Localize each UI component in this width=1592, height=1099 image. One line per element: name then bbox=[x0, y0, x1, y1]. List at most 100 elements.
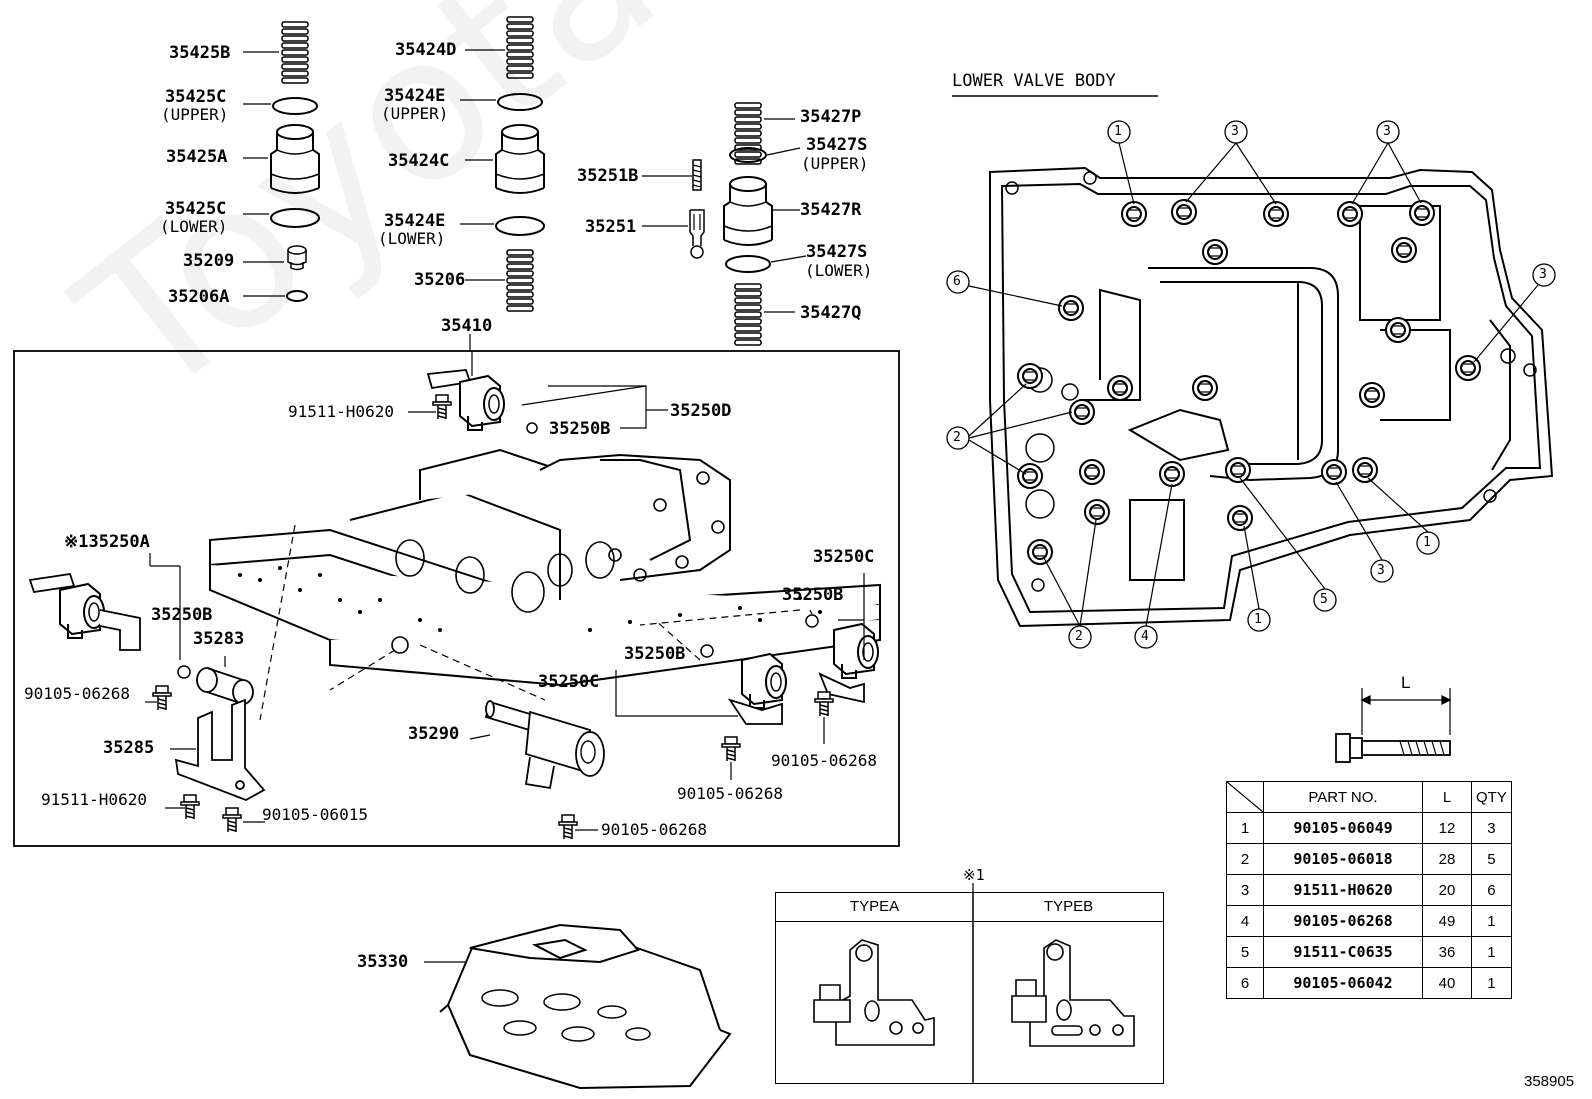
part-label: 35425C bbox=[165, 87, 227, 107]
table-corner-cell bbox=[1226, 781, 1264, 813]
callout-number: 3 bbox=[1377, 563, 1385, 578]
part-label: 35424D bbox=[395, 40, 457, 60]
part-label: 35251B bbox=[577, 166, 639, 186]
part-label: 90105-06268 bbox=[601, 820, 707, 839]
part-label: 35283 bbox=[193, 629, 245, 649]
part-label: 35209 bbox=[183, 251, 235, 271]
figure-number: 358905 bbox=[1524, 1073, 1575, 1090]
callout-number: 1 bbox=[1423, 535, 1431, 550]
part-note: (UPPER) bbox=[801, 154, 869, 173]
part-note: (UPPER) bbox=[161, 105, 229, 124]
note-mark: ※1 bbox=[963, 866, 985, 884]
type-a-header: TYPEA bbox=[776, 893, 973, 922]
callout-number: 1 bbox=[1114, 124, 1122, 139]
part-label: 35250D bbox=[670, 401, 732, 421]
part-label: 90105-06268 bbox=[677, 784, 783, 803]
part-note: (LOWER) bbox=[805, 261, 873, 280]
part-label: 35250B bbox=[624, 644, 686, 664]
part-label: 35250C bbox=[813, 547, 875, 567]
part-label: 35425A bbox=[166, 147, 228, 167]
callout-number: 6 bbox=[953, 274, 961, 289]
part-label: 35250C bbox=[538, 672, 600, 692]
column-header-part-no: PART NO. bbox=[1263, 781, 1423, 813]
row-length: 20 bbox=[1422, 874, 1472, 906]
parts-table: PART NO. L QTY 1 90105-06049 12 3 2 9010… bbox=[1226, 781, 1512, 999]
row-qty: 1 bbox=[1471, 936, 1512, 968]
part-label: 35427P bbox=[800, 107, 862, 127]
assembly-label: 35410 bbox=[441, 316, 493, 336]
callout-number: 1 bbox=[1254, 612, 1262, 627]
row-qty: 1 bbox=[1471, 967, 1512, 999]
part-label: 35424C bbox=[388, 151, 450, 171]
part-label: 91511-H0620 bbox=[41, 790, 147, 809]
table-row: 2 90105-06018 28 5 bbox=[1226, 843, 1512, 875]
part-label: 35427Q bbox=[800, 303, 862, 323]
row-index: 2 bbox=[1226, 843, 1264, 875]
row-part-no: 90105-06268 bbox=[1263, 905, 1423, 937]
type-b-header: TYPEB bbox=[974, 893, 1163, 922]
part-label: 35290 bbox=[408, 724, 460, 744]
callout-number: 5 bbox=[1320, 592, 1328, 607]
part-label: 35250B bbox=[782, 585, 844, 605]
row-index: 1 bbox=[1226, 812, 1264, 844]
row-qty: 1 bbox=[1471, 905, 1512, 937]
bolt-length-label: L bbox=[1401, 673, 1411, 692]
table-row: 5 91511-C0635 36 1 bbox=[1226, 936, 1512, 968]
part-label: 35427S bbox=[806, 135, 868, 155]
part-label: 91511-H0620 bbox=[288, 402, 394, 421]
row-index: 6 bbox=[1226, 967, 1264, 999]
part-label: 90105-06015 bbox=[262, 805, 368, 824]
table-row: 1 90105-06049 12 3 bbox=[1226, 812, 1512, 844]
column-header-length: L bbox=[1422, 781, 1472, 813]
part-label: 35250B bbox=[151, 605, 213, 625]
callout-number: 4 bbox=[1141, 629, 1149, 644]
part-label: 35427S bbox=[806, 242, 868, 262]
callout-number: 2 bbox=[953, 430, 961, 445]
row-part-no: 90105-06042 bbox=[1263, 967, 1423, 999]
part-label: 35206 bbox=[414, 270, 466, 290]
part-label: 35206A bbox=[168, 287, 230, 307]
part-note: (UPPER) bbox=[381, 104, 449, 123]
callout-number: 3 bbox=[1539, 267, 1547, 282]
row-part-no: 90105-06049 bbox=[1263, 812, 1423, 844]
row-part-no: 91511-H0620 bbox=[1263, 874, 1423, 906]
table-header-row: PART NO. L QTY bbox=[1226, 781, 1512, 813]
row-qty: 6 bbox=[1471, 874, 1512, 906]
part-label: 35285 bbox=[103, 738, 155, 758]
callout-number: 2 bbox=[1075, 629, 1083, 644]
callout-number: 3 bbox=[1383, 124, 1391, 139]
column-header-qty: QTY bbox=[1471, 781, 1512, 813]
table-row: 6 90105-06042 40 1 bbox=[1226, 967, 1512, 999]
table-row: 3 91511-H0620 20 6 bbox=[1226, 874, 1512, 906]
row-length: 49 bbox=[1422, 905, 1472, 937]
part-label: 35425B bbox=[169, 43, 231, 63]
row-length: 40 bbox=[1422, 967, 1472, 999]
part-label: 35424E bbox=[384, 211, 446, 231]
row-length: 36 bbox=[1422, 936, 1472, 968]
part-note: (LOWER) bbox=[378, 229, 446, 248]
row-part-no: 90105-06018 bbox=[1263, 843, 1423, 875]
part-label: 35427R bbox=[800, 200, 862, 220]
part-label: 90105-06268 bbox=[24, 684, 130, 703]
row-qty: 3 bbox=[1471, 812, 1512, 844]
part-label: 35424E bbox=[384, 86, 446, 106]
part-label: ※135250A bbox=[64, 532, 150, 552]
row-index: 4 bbox=[1226, 905, 1264, 937]
part-label: 35250B bbox=[549, 419, 611, 439]
part-label: 90105-06268 bbox=[771, 751, 877, 770]
row-index: 3 bbox=[1226, 874, 1264, 906]
strainer-label: 35330 bbox=[357, 952, 409, 972]
row-length: 28 bbox=[1422, 843, 1472, 875]
section-title: LOWER VALVE BODY bbox=[952, 71, 1116, 91]
row-length: 12 bbox=[1422, 812, 1472, 844]
row-qty: 5 bbox=[1471, 843, 1512, 875]
type-comparison-box: TYPEA TYPEB bbox=[775, 892, 1164, 1084]
row-index: 5 bbox=[1226, 936, 1264, 968]
table-row: 4 90105-06268 49 1 bbox=[1226, 905, 1512, 937]
part-label: 35425C bbox=[165, 199, 227, 219]
callout-number: 3 bbox=[1231, 124, 1239, 139]
part-label: 35251 bbox=[585, 217, 637, 237]
part-note: (LOWER) bbox=[160, 217, 228, 236]
row-part-no: 91511-C0635 bbox=[1263, 936, 1423, 968]
